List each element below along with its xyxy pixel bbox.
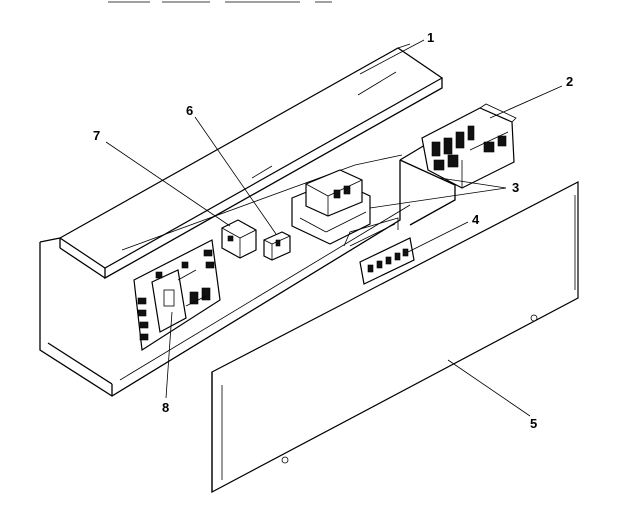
leader-5: [447, 359, 531, 417]
leader-3b: [439, 177, 507, 189]
leader-7: [105, 141, 231, 227]
callout-labels: 1 2 3 4 5 6 7 8: [93, 30, 573, 431]
callout-1: 1: [427, 30, 434, 45]
callout-2: 2: [566, 74, 573, 89]
leader-3a: [369, 187, 507, 209]
connector-relay: [221, 219, 257, 259]
callout-8: 8: [162, 400, 169, 415]
switch-bracket: [343, 217, 415, 285]
control-board: [133, 239, 221, 352]
leader-4: [407, 221, 469, 253]
relay-terminal-block: [421, 103, 517, 189]
leader-lines: [105, 39, 563, 417]
leader-2: [489, 85, 563, 119]
leader-8: [165, 311, 173, 399]
leader-1: [359, 39, 425, 75]
transformer: [291, 169, 371, 245]
top-cover-panel: [58, 43, 444, 280]
callout-7: 7: [93, 128, 100, 143]
control-panel-chassis: [39, 135, 456, 397]
leader-6: [194, 116, 277, 235]
small-switch: [263, 231, 291, 261]
callout-3: 3: [512, 180, 519, 195]
callout-4: 4: [472, 212, 480, 227]
front-panel: [211, 181, 579, 493]
callout-5: 5: [530, 416, 537, 431]
callout-6: 6: [186, 103, 193, 118]
